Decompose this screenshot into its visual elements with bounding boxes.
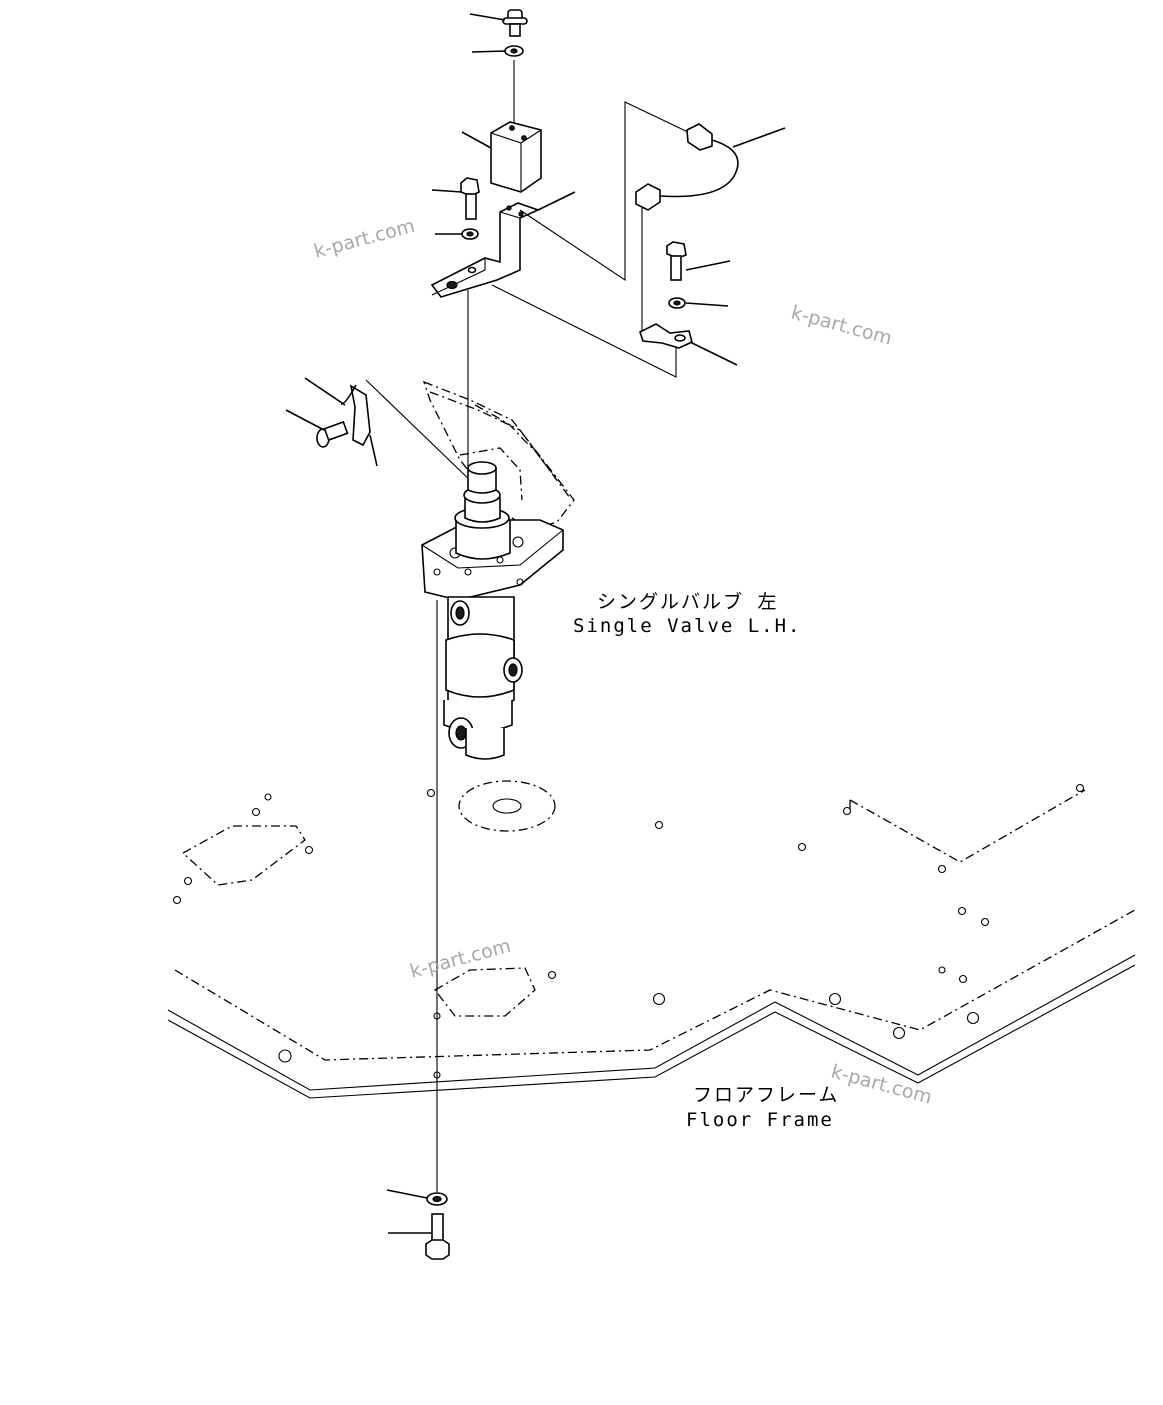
brake-pedal <box>422 380 575 531</box>
pedal-cover-clip <box>304 377 378 467</box>
clip-washer <box>668 297 729 309</box>
valve-label-jp: シングルバルブ 左 <box>597 590 778 613</box>
valve-label-en: Single Valve L.H. <box>573 615 801 637</box>
clip-leader <box>365 379 476 486</box>
mounting-bracket <box>430 191 576 298</box>
clip-bolt <box>666 241 731 281</box>
bottom-washer <box>386 1189 448 1206</box>
frame-label-en: Floor Frame <box>686 1109 834 1131</box>
frame-label-jp: フロアフレーム <box>693 1084 839 1106</box>
watermark: k-part.com <box>408 935 514 983</box>
pedal-cover-screw <box>285 409 349 448</box>
top-washer <box>471 45 524 57</box>
bracket-bolt <box>431 177 480 220</box>
bottom-bolt <box>388 1213 450 1260</box>
watermark: k-part.com <box>829 1061 935 1109</box>
watermark: k-part.com <box>312 215 418 263</box>
bracket-washer <box>435 228 479 240</box>
watermark: k-part.com <box>789 302 895 350</box>
harness-clip <box>639 323 738 366</box>
damper-block <box>461 121 542 193</box>
top-bolt <box>469 9 528 37</box>
single-valve-body <box>421 461 564 760</box>
floor-frame <box>167 780 1136 1099</box>
